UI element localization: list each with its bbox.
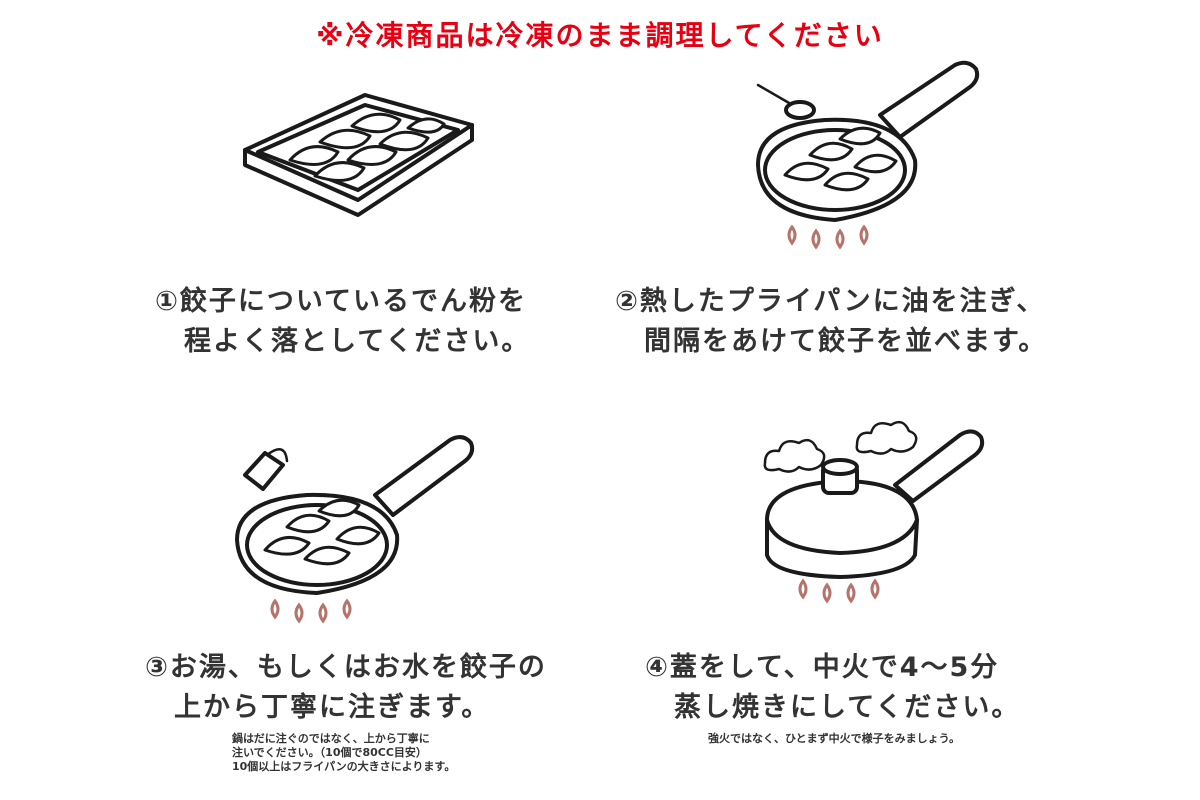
step-4-line-1: ④蓋をして、中火で4～5分 xyxy=(645,652,1000,683)
step-1-line-1: ①餃子についているでん粉を xyxy=(155,286,528,317)
step-3-line-2: 上から丁寧に注ぎます。 xyxy=(145,692,491,723)
step-3-note-line-1: 鍋はだに注ぐのではなく、上から丁寧に xyxy=(232,732,430,745)
step-3-note-line-3: 10個以上はフライパンの大きさによります。 xyxy=(232,760,456,773)
step-4-instruction: ④蓋をして、中火で4～5分 蒸し焼きにしてください。 xyxy=(645,648,1020,728)
step-1-line-2: 程よく落としてください。 xyxy=(155,326,531,357)
step-3-note: 鍋はだに注ぐのではなく、上から丁寧に 注いでください。（10個で80CC目安） … xyxy=(232,732,455,774)
step-3-line-1: ③お湯、もしくはお水を餃子の xyxy=(145,652,547,683)
step-1-instruction: ①餃子についているでん粉を 程よく落としてください。 xyxy=(155,282,530,362)
step-2-line-1: ②熱したプライパンに油を注ぎ、 xyxy=(615,286,1046,317)
pan-oil-illustration xyxy=(756,60,980,250)
step-3-instruction: ③お湯、もしくはお水を餃子の 上から丁寧に注ぎます。 xyxy=(145,648,547,728)
step-4-note: 強火ではなく、ひとまず中火で様子をみましょう。 xyxy=(708,732,960,746)
frozen-warning: ※冷凍商品は冷凍のまま調理してください xyxy=(316,19,884,52)
step-4-line-2: 蒸し焼きにしてください。 xyxy=(645,692,1021,723)
step-3-note-line-2: 注いでください。（10個で80CC目安） xyxy=(232,746,427,759)
step-2-instruction: ②熱したプライパンに油を注ぎ、 間隔をあけて餃子を並べます。 xyxy=(615,282,1047,362)
covered-pan-illustration xyxy=(763,420,985,604)
pan-water-illustration xyxy=(235,435,475,624)
step-4-note-line-1: 強火ではなく、ひとまず中火で様子をみましょう。 xyxy=(708,732,961,745)
gyoza-tray-illustration xyxy=(243,93,474,217)
step-2-line-2: 間隔をあけて餃子を並べます。 xyxy=(615,326,1048,357)
